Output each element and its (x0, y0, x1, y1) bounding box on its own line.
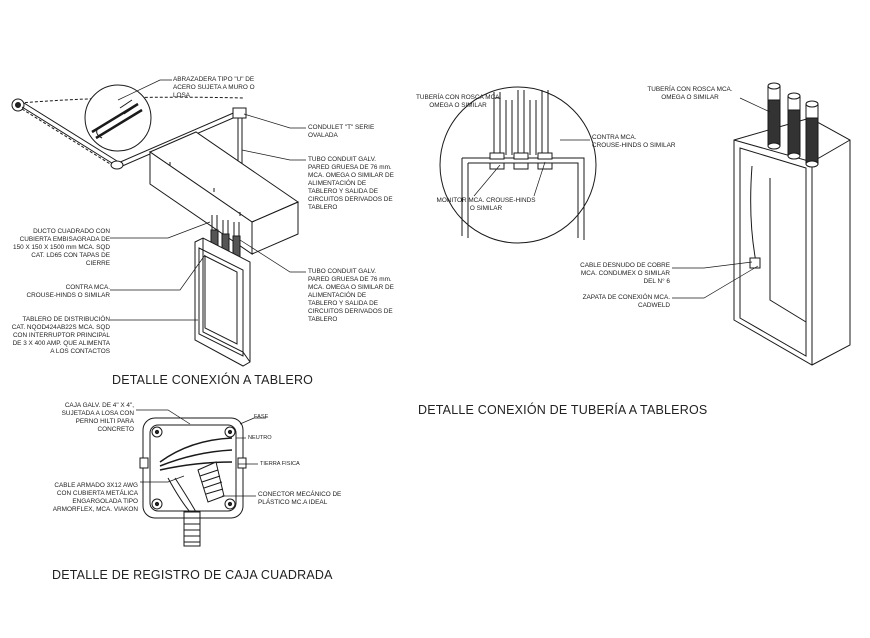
ground-cable (751, 166, 756, 262)
label-conector: CONECTOR MECÁNICO DE PLÁSTICO MC.A IDEAL (258, 491, 342, 506)
label-cable-cobre: CABLE DESNUDO DE COBRE MCA. CONDUMEX O S… (580, 262, 670, 285)
label-cable-armado: CABLE ARMADO 3X12 AWG CON CUBIERTA METÁL… (52, 482, 138, 513)
grounding-lug (750, 258, 760, 268)
label-condulet: CONDULET "T" SERIE OVALADA (308, 124, 375, 139)
label-contra: CONTRA MCA. CROUSE-HINDS O SIMILAR (26, 284, 110, 299)
tablero-detail (12, 85, 298, 366)
label-fase: FASE (254, 414, 269, 420)
tuberia-detail (440, 83, 850, 365)
label-caja-galv: CAJA GALV. DE 4" X 4", SUJETADA A LOSA C… (61, 402, 134, 433)
tablero-leaders (110, 80, 306, 320)
label-tuberia-rosca: TUBERÍA CON ROSCA MCA. OMEGA O SIMILAR (416, 94, 502, 109)
label-tubo-superior: TUBO CONDUIT GALV. PARED GRUESA DE 76 mm… (308, 156, 394, 211)
label-abrazadera: ABRAZADERA TIPO "U" DE ACERO SUJETA A MU… (173, 76, 255, 99)
locknut-3 (538, 153, 552, 159)
label-tubo-inferior: TUBO CONDUIT GALV. PARED GRUESA DE 76 mm… (308, 268, 394, 323)
label-neutro: NEUTRO (248, 435, 272, 441)
armored-cable (184, 512, 200, 546)
label-monitor: MONITOR MCA. CROUSE-HINDS O SIMILAR (436, 197, 536, 212)
title-conexion-tablero: DETALLE CONEXIÓN A TABLERO (112, 373, 314, 387)
detail-magnifier (85, 85, 151, 151)
label-ducto: DUCTO CUADRADO CON CUBIERTA EMBISAGRADA … (13, 228, 110, 267)
label-zapata: ZAPATA DE CONEXIÓN MCA. CADWELD (582, 294, 670, 309)
diagonal-conduit (22, 103, 117, 165)
registro-detail (140, 418, 246, 546)
wire-fase (160, 438, 232, 462)
condulet-t (233, 108, 246, 118)
title-conexion-tuberia: DETALLE CONEXIÓN DE TUBERÍA A TABLEROS (418, 403, 708, 417)
registro-leaders (136, 410, 266, 496)
vertical-pipes (768, 83, 818, 167)
title-registro-caja: DETALLE DE REGISTRO DE CAJA CUADRADA (52, 568, 333, 582)
locknut-1 (490, 153, 504, 159)
label-tablero-distribucion: TABLERO DE DISTRIBUCIÓN CAT. NQOD424AB22… (11, 316, 110, 355)
label-tierra-fisica: TIERRA FISICA (260, 461, 300, 467)
tuberia-leaders (474, 98, 770, 298)
locknut-2 (514, 153, 528, 159)
label-tuberia-rosca-der: TUBERÍA CON ROSCA MCA. OMEGA O SIMILAR (647, 86, 733, 101)
label-contra-tuberia: CONTRA MCA. CROUSE-HINDS O SIMILAR (592, 134, 676, 149)
